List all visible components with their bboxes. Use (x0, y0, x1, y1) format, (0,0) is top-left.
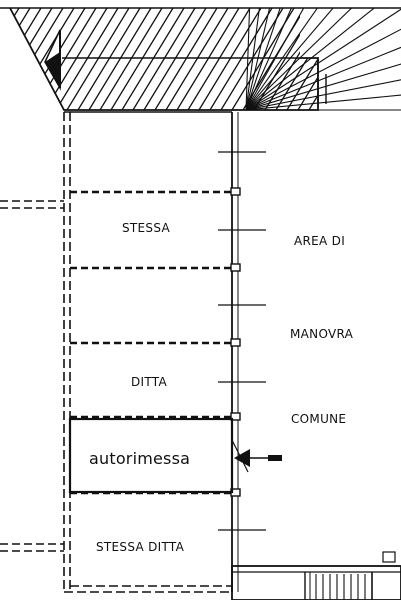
area-label-comune: COMUNE (291, 412, 347, 426)
left-boundary (0, 200, 64, 552)
room-label-autorimessa: autorimessa (89, 449, 191, 468)
room-label-stessa: STESSA (122, 221, 170, 235)
garage-box (68, 417, 234, 494)
staircase-icon (231, 551, 401, 600)
area-label-manovra: MANOVRA (290, 327, 354, 341)
area-label-area-di: AREA DI (294, 234, 346, 248)
corner-fan (245, 8, 401, 111)
north-arrow-icon (44, 29, 61, 91)
entry-arrow-icon (231, 439, 282, 473)
unit-dividers (70, 190, 232, 495)
room-label-ditta: DITTA (131, 375, 168, 389)
divider-ends (230, 187, 241, 497)
wall-ticks (218, 151, 266, 531)
room-label-stessa-ditta: STESSA DITTA (96, 540, 185, 554)
building-outline (63, 112, 232, 593)
